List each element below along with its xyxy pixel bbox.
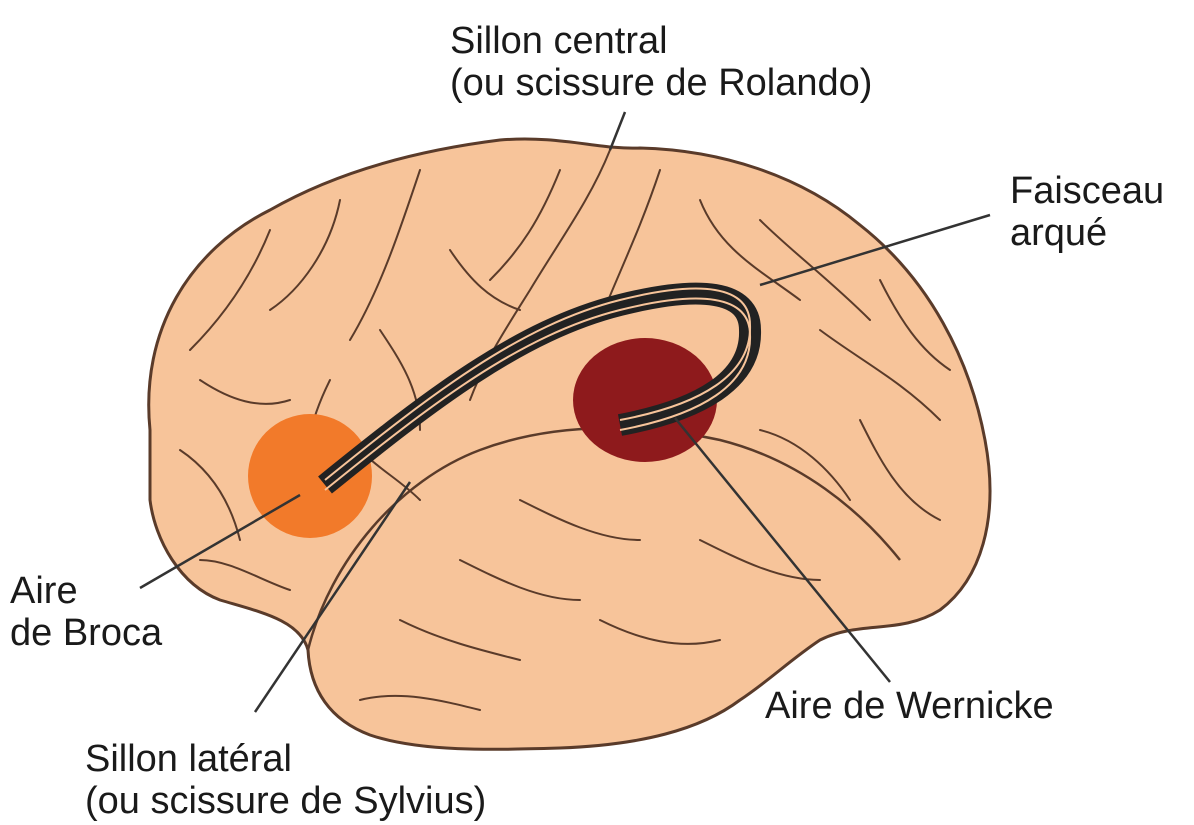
label-broca-line2: de Broca bbox=[10, 612, 162, 654]
label-arcuate-fasciculus-line2: arqué bbox=[1010, 212, 1164, 254]
label-broca-line1: Aire bbox=[10, 570, 162, 612]
label-central-sulcus-line2: (ou scissure de Rolando) bbox=[450, 62, 872, 104]
leader-central-sulcus bbox=[610, 112, 625, 150]
label-arcuate-fasciculus-line1: Faisceau bbox=[1010, 170, 1164, 212]
label-central-sulcus: Sillon central (ou scissure de Rolando) bbox=[450, 20, 872, 104]
label-arcuate-fasciculus: Faisceau arqué bbox=[1010, 170, 1164, 254]
label-wernicke-line1: Aire de Wernicke bbox=[765, 685, 1054, 727]
label-lateral-sulcus-line2: (ou scissure de Sylvius) bbox=[85, 780, 486, 822]
label-lateral-sulcus: Sillon latéral (ou scissure de Sylvius) bbox=[85, 738, 486, 822]
label-central-sulcus-line1: Sillon central bbox=[450, 20, 872, 62]
label-broca: Aire de Broca bbox=[10, 570, 162, 654]
label-wernicke: Aire de Wernicke bbox=[765, 685, 1054, 727]
label-lateral-sulcus-line1: Sillon latéral bbox=[85, 738, 486, 780]
